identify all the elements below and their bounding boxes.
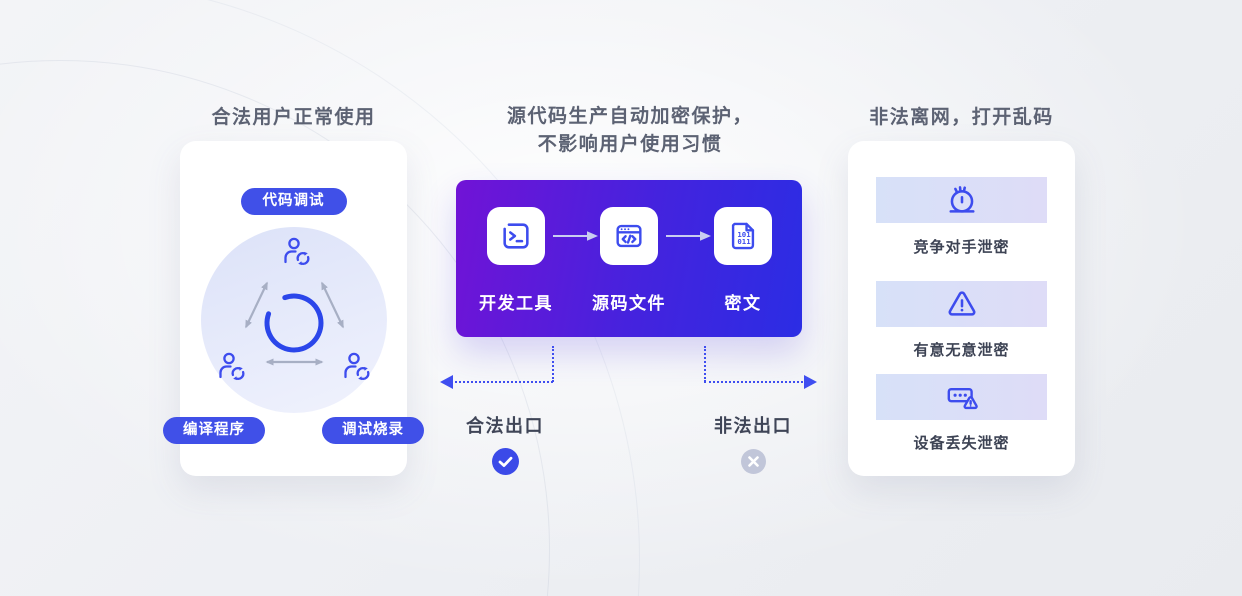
user-sync-diagram bbox=[218, 237, 369, 382]
center-panel-title: 源代码生产自动加密保护， 不影响用户使用习惯 bbox=[440, 103, 820, 159]
right-arrowhead-icon bbox=[804, 375, 817, 389]
binary-file-icon: 101 011 bbox=[731, 222, 755, 250]
icon-tile bbox=[600, 207, 658, 265]
risk-item-label: 有意无意泄密 bbox=[913, 342, 1010, 359]
collaboration-circle bbox=[200, 227, 387, 413]
left-panel-card: 代码调试 bbox=[163, 141, 424, 476]
badge-debug-burn: 调试烧录 bbox=[322, 417, 424, 444]
double-arrow bbox=[320, 281, 344, 329]
risk-item-label: 设备丢失泄密 bbox=[913, 435, 1010, 452]
center-title-line1: 源代码生产自动加密保护， bbox=[506, 106, 753, 127]
dotted-connector-horizontal bbox=[450, 381, 553, 383]
warning-triangle-icon bbox=[948, 291, 975, 316]
badge-code-debug: 代码调试 bbox=[240, 188, 347, 215]
icon-tile: 101 011 bbox=[714, 207, 772, 265]
flow-step-label: 开发工具 bbox=[479, 294, 553, 313]
password-alert-icon bbox=[947, 388, 978, 410]
code-window-icon bbox=[616, 224, 642, 248]
risk-item-competitor bbox=[876, 177, 1047, 223]
double-arrow bbox=[244, 281, 268, 329]
dotted-connector-horizontal bbox=[704, 381, 807, 383]
user-sync-icon bbox=[283, 237, 309, 267]
user-sync-icon bbox=[343, 352, 369, 382]
dotted-connector-vertical bbox=[704, 346, 706, 382]
flow-step-dev-tools bbox=[470, 207, 562, 265]
right-panel-title: 非法离网，打开乱码 bbox=[869, 107, 1054, 128]
sync-circle-icon bbox=[264, 293, 323, 353]
cross-circle-icon bbox=[741, 449, 766, 474]
icon-tile bbox=[487, 207, 545, 265]
risk-item-label: 竞争对手泄密 bbox=[913, 239, 1010, 256]
badge-compile-program: 编译程序 bbox=[163, 417, 265, 444]
svg-text:011: 011 bbox=[737, 237, 751, 246]
risk-item-device-loss bbox=[876, 374, 1047, 420]
svg-text:101: 101 bbox=[737, 230, 751, 239]
right-arrow-icon bbox=[666, 231, 711, 241]
illegal-exit-label: 非法出口 bbox=[714, 416, 792, 436]
right-arrow-icon bbox=[553, 231, 598, 241]
terminal-icon bbox=[503, 223, 529, 249]
left-panel-title: 合法用户正常使用 bbox=[211, 107, 376, 128]
timer-alert-icon bbox=[948, 186, 975, 213]
center-title-line2: 不影响用户使用习惯 bbox=[537, 134, 723, 155]
flow-step-ciphertext: 101 011 bbox=[697, 207, 789, 265]
flow-step-label: 源码文件 bbox=[592, 294, 666, 313]
dotted-connector-vertical bbox=[552, 346, 554, 382]
check-circle-icon bbox=[492, 448, 519, 475]
flow-step-label: 密文 bbox=[724, 294, 762, 313]
left-arrowhead-icon bbox=[440, 375, 453, 389]
risk-item-leak bbox=[876, 281, 1047, 327]
user-sync-icon bbox=[218, 352, 244, 382]
legal-exit-label: 合法出口 bbox=[466, 416, 544, 436]
flow-step-source-file bbox=[583, 207, 675, 265]
right-panel-card: 竞争对手泄密 有意无意泄密 设备丢失泄密 bbox=[848, 141, 1075, 476]
